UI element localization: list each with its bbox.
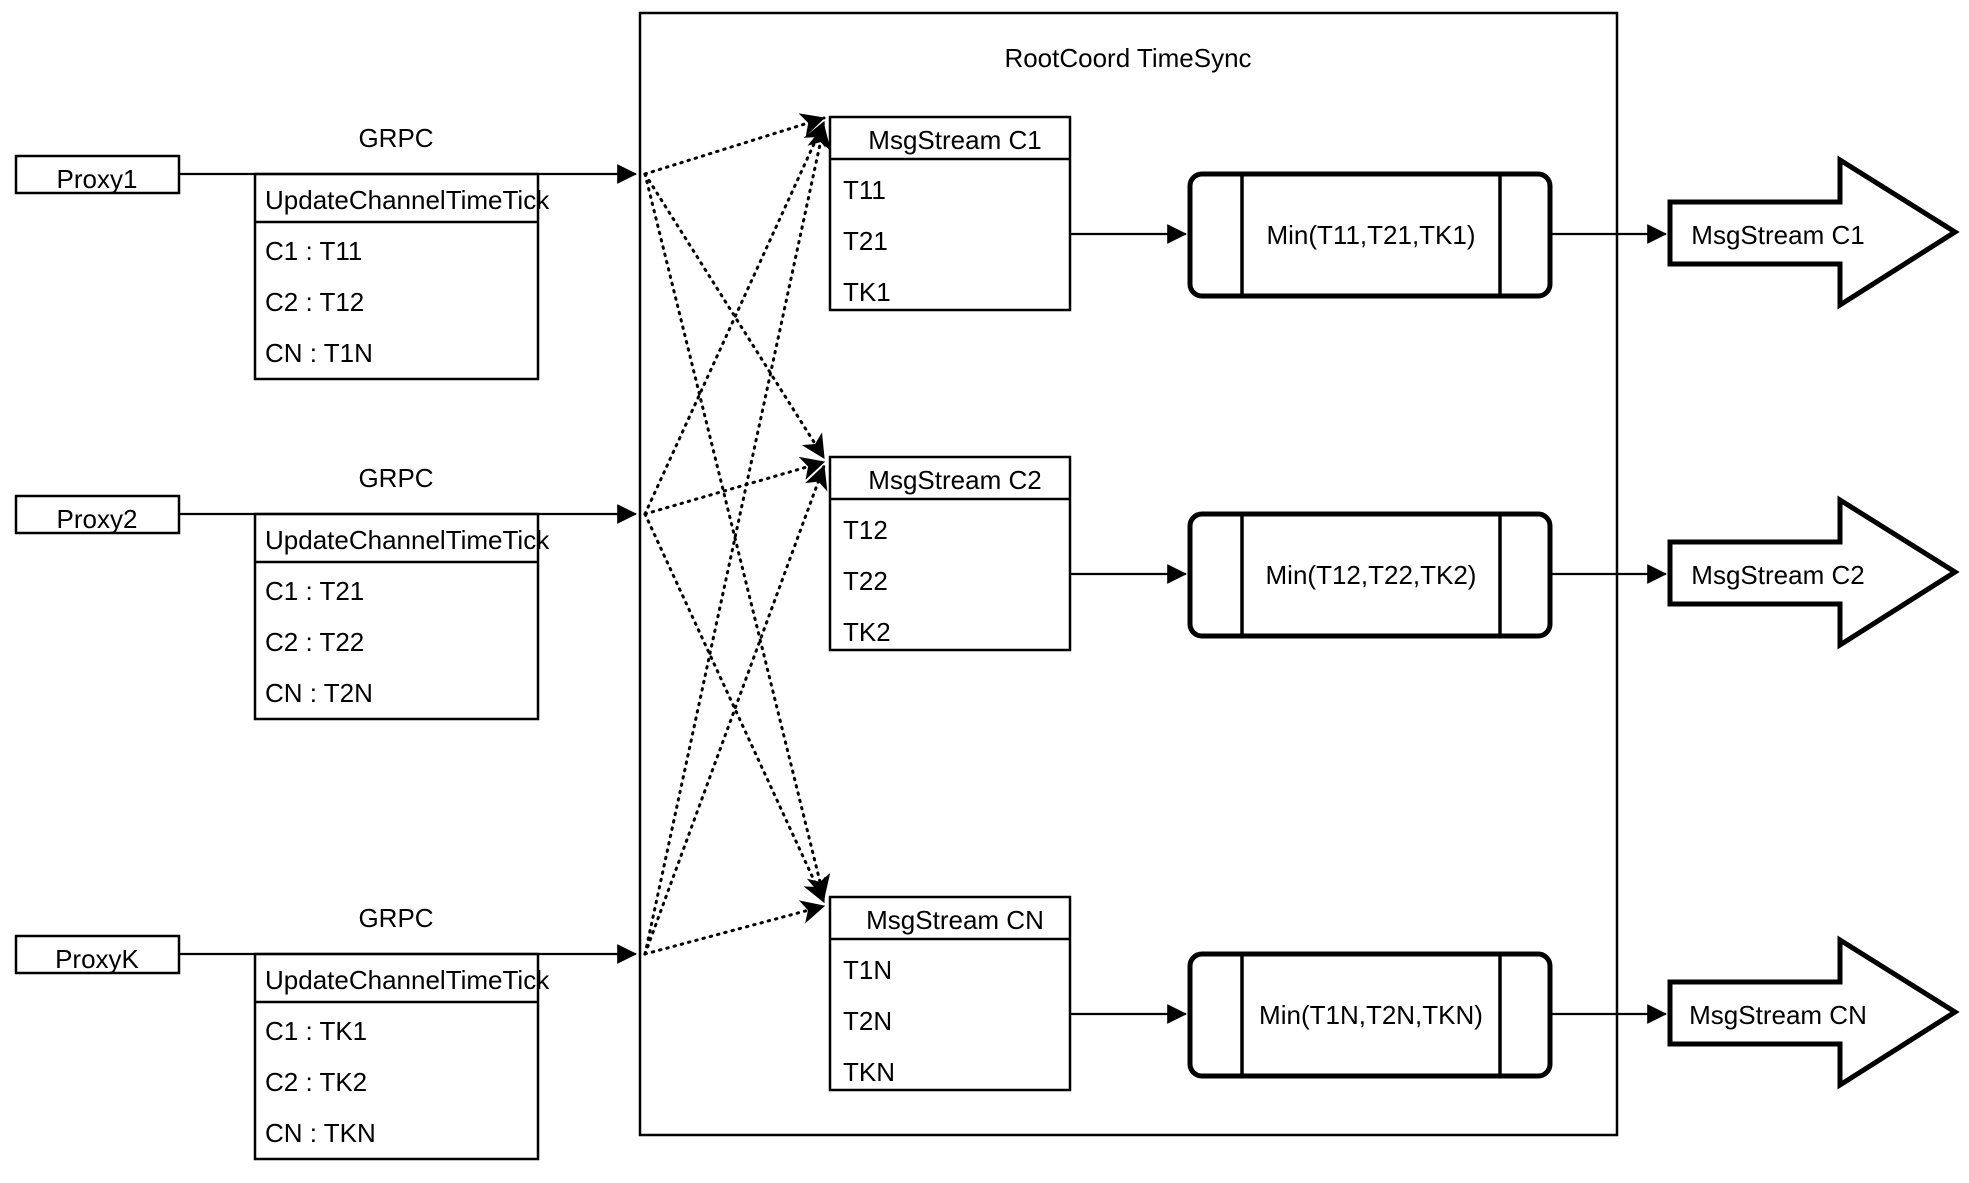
msgstream-title-2: MsgStream C2: [868, 465, 1042, 495]
timetick-title-2: UpdateChannelTimeTick: [265, 525, 550, 555]
timetick-row-2-0: C1 : T21: [265, 576, 365, 606]
dispatch-arrow-3-1: [643, 124, 831, 956]
msgstream-title-1: MsgStream C1: [868, 125, 1042, 155]
msgstream-tick-1-2: TK1: [843, 277, 891, 307]
min-label-2: Min(T12,T22,TK2): [1265, 560, 1477, 590]
timetick-table-2[interactable]: [253, 512, 540, 721]
timetick-row-1-2: CN : T1N: [265, 338, 373, 368]
msgstream-title-3: MsgStream CN: [866, 905, 1044, 935]
msgstream-box-1[interactable]: [828, 115, 1072, 312]
output-label-1: MsgStream C1: [1691, 220, 1865, 250]
msgstream-tick-1-1: T21: [843, 226, 888, 256]
timetick-row-2-1: C2 : T22: [265, 627, 365, 657]
proxy-label-3: ProxyK: [55, 944, 139, 974]
min-label-3: Min(T1N,T2N,TKN): [1259, 1000, 1483, 1030]
output-block-arrow-3[interactable]: [1667, 935, 1960, 1090]
msgstream-box-3[interactable]: [828, 895, 1072, 1092]
proxy-box-2[interactable]: [14, 494, 181, 535]
msgstream-tick-2-2: TK2: [843, 617, 891, 647]
msgstream-tick-3-2: TKN: [843, 1057, 895, 1087]
timetick-row-2-2: CN : T2N: [265, 678, 373, 708]
proxy-label-2: Proxy2: [56, 504, 138, 534]
timetick-title-1: UpdateChannelTimeTick: [265, 185, 550, 215]
output-label-3: MsgStream CN: [1689, 1000, 1867, 1030]
msgstream-box-2[interactable]: [828, 455, 1072, 652]
min-label-1: Min(T11,T21,TK1): [1266, 220, 1476, 250]
grpc-label-1: GRPC: [358, 123, 434, 153]
output-label-2: MsgStream C2: [1691, 560, 1865, 590]
grpc-label-3: GRPC: [358, 903, 434, 933]
timetick-row-3-0: C1 : TK1: [265, 1016, 368, 1046]
msgstream-tick-2-1: T22: [843, 566, 888, 596]
msgstream-tick-3-0: T1N: [843, 955, 893, 985]
timetick-row-3-2: CN : TKN: [265, 1118, 376, 1148]
dispatch-arrow-1-1: [643, 113, 826, 176]
timetick-row-1-1: C2 : T12: [265, 287, 365, 317]
timetick-title-3: UpdateChannelTimeTick: [265, 965, 550, 995]
dispatch-arrow-2-2: [643, 456, 826, 516]
grpc-label-2: GRPC: [358, 463, 434, 493]
dispatch-arrow-1-3: [643, 172, 831, 900]
timetick-table-3[interactable]: [253, 952, 540, 1161]
output-block-arrow-2[interactable]: [1667, 495, 1960, 650]
proxy-label-1: Proxy1: [56, 164, 138, 194]
rootcoord-title: RootCoord TimeSync: [1004, 43, 1252, 73]
timetick-row-1-0: C1 : T11: [265, 236, 363, 266]
msgstream-tick-1-0: T11: [843, 175, 886, 205]
output-block-arrow-1[interactable]: [1667, 155, 1960, 310]
msgstream-tick-2-0: T12: [843, 515, 888, 545]
dispatch-arrow-3-3: [643, 900, 826, 956]
proxy-box-3[interactable]: [14, 934, 181, 975]
msgstream-tick-3-1: T2N: [843, 1006, 893, 1036]
dispatch-arrow-2-1: [643, 120, 826, 516]
proxy-box-1[interactable]: [14, 154, 181, 195]
timetick-row-3-1: C2 : TK2: [265, 1067, 368, 1097]
